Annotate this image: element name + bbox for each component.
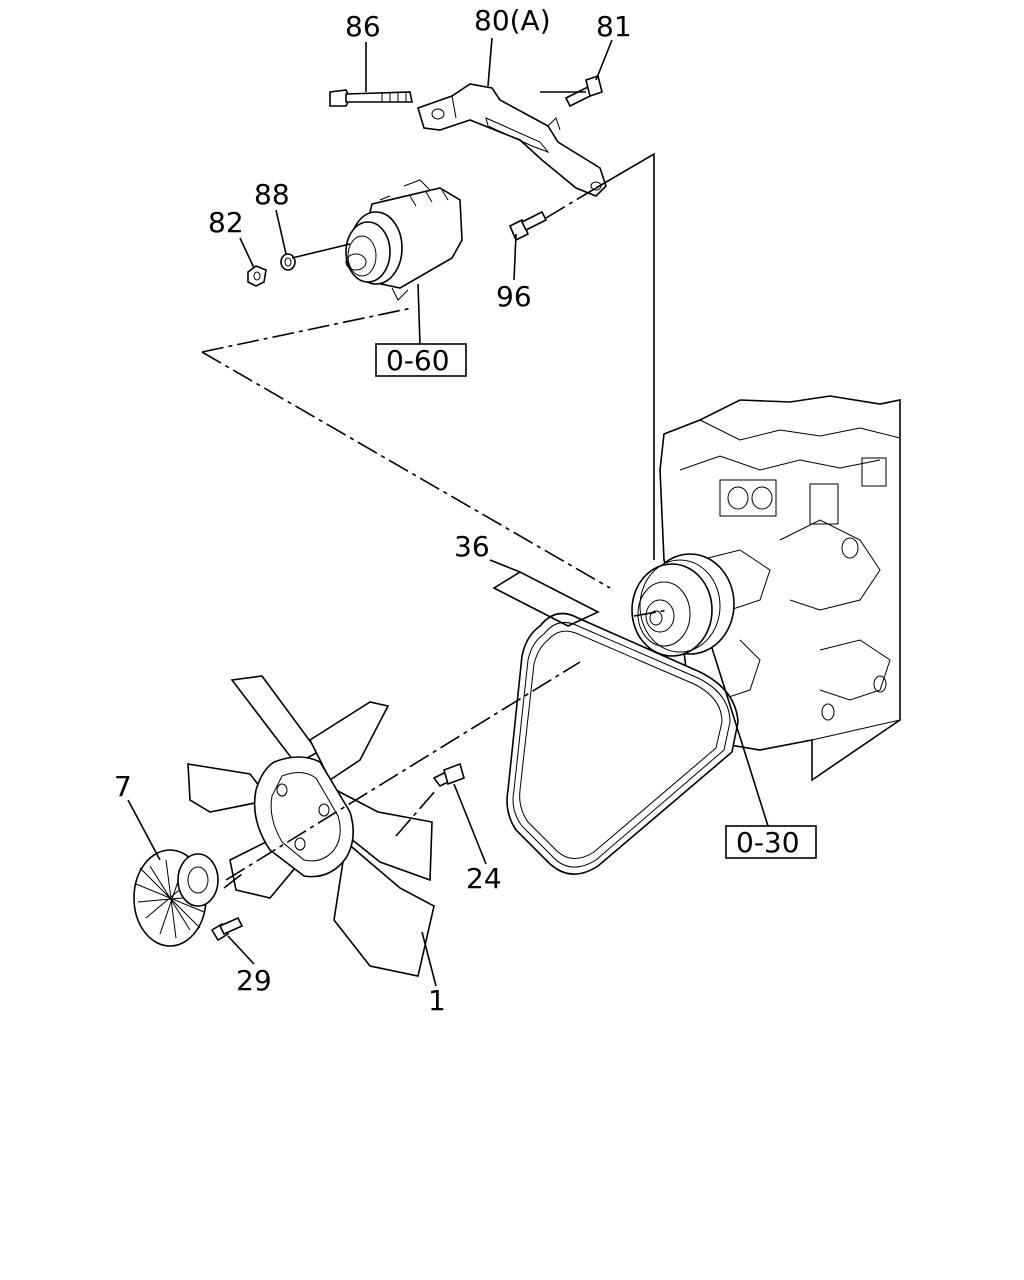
bolt-81[interactable] bbox=[564, 74, 603, 108]
leader-29 bbox=[227, 935, 255, 965]
label-96: 96 bbox=[496, 280, 532, 313]
leader-81 bbox=[595, 39, 613, 81]
label-81: 81 bbox=[596, 10, 632, 43]
bolt-96[interactable] bbox=[508, 210, 548, 242]
label-82: 82 bbox=[208, 206, 244, 239]
label-29: 29 bbox=[236, 964, 272, 997]
label-36: 36 bbox=[454, 530, 490, 563]
label-88: 88 bbox=[254, 178, 290, 211]
label-24: 24 bbox=[466, 862, 502, 895]
cooling-fan[interactable] bbox=[187, 675, 435, 977]
reference-label-0-30: 0-30 bbox=[736, 826, 800, 859]
bolt-86[interactable] bbox=[329, 89, 413, 107]
label-7: 7 bbox=[114, 770, 132, 803]
washer-88[interactable] bbox=[280, 253, 296, 271]
nut-82[interactable] bbox=[247, 265, 267, 287]
reference-label-0-60: 0-60 bbox=[386, 344, 450, 377]
belt-label-flag bbox=[492, 571, 600, 627]
alternator[interactable] bbox=[345, 179, 463, 301]
leader-7 bbox=[127, 799, 161, 861]
label-1: 1 bbox=[428, 984, 446, 1017]
fan-clutch[interactable] bbox=[133, 849, 219, 947]
drive-belt[interactable] bbox=[506, 612, 739, 875]
leader-1 bbox=[421, 931, 437, 987]
reference-box-0-60[interactable]: 0-60 bbox=[375, 343, 467, 377]
leader-24 bbox=[453, 783, 487, 865]
label-86: 86 bbox=[345, 10, 381, 43]
crankshaft-pulley[interactable] bbox=[631, 553, 735, 657]
leader-96 bbox=[513, 233, 517, 281]
leader-0-30 bbox=[711, 647, 769, 827]
leader-0-60 bbox=[417, 283, 421, 345]
leader-82 bbox=[239, 237, 255, 269]
label-80a: 80(A) bbox=[474, 4, 551, 37]
alternator-bracket[interactable] bbox=[417, 83, 607, 197]
leader-80a bbox=[487, 37, 493, 87]
leader-36 bbox=[489, 559, 521, 573]
bolt-29[interactable] bbox=[210, 916, 244, 942]
reference-box-0-30[interactable]: 0-30 bbox=[725, 825, 817, 859]
bolt-24[interactable] bbox=[432, 762, 465, 788]
leader-88 bbox=[275, 209, 287, 255]
engine-block bbox=[659, 395, 901, 782]
